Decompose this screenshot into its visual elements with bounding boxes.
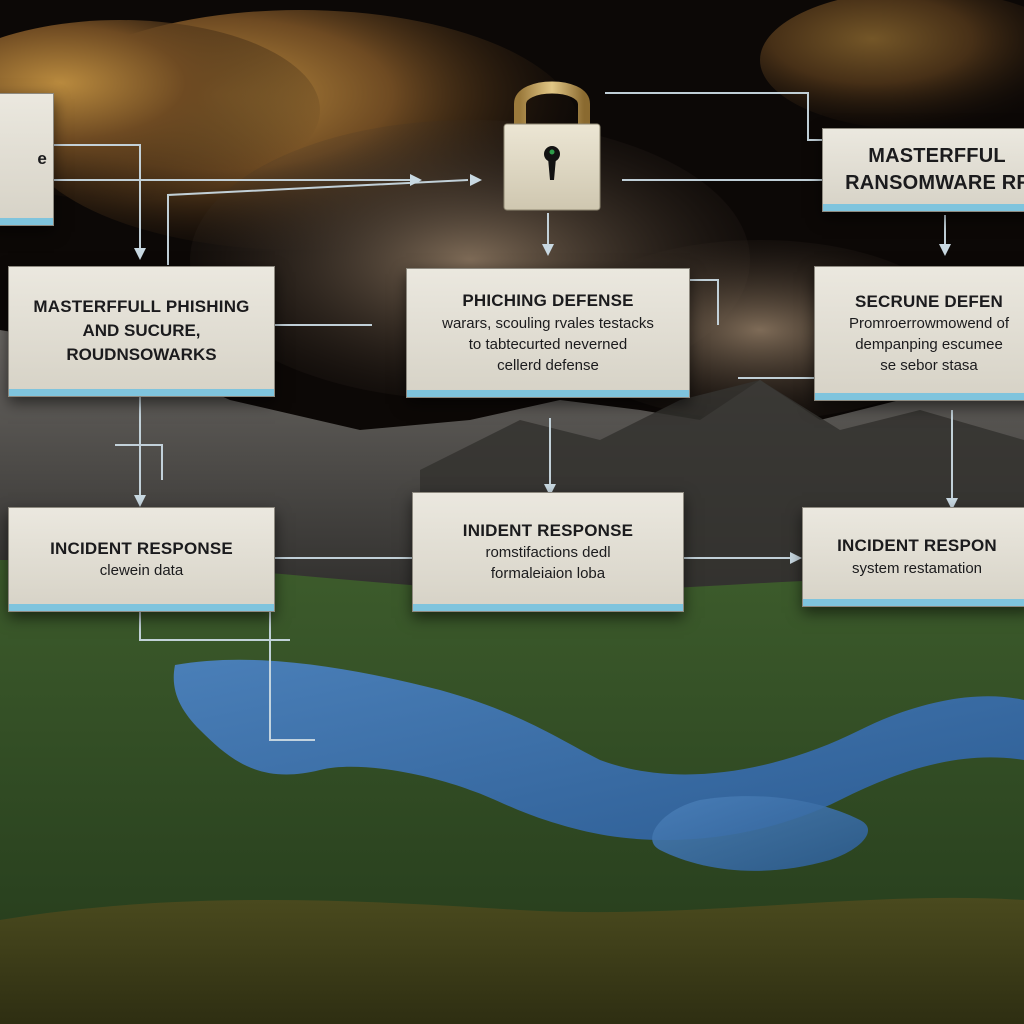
incident-response-middle-body2: formaleiaion loba (490, 565, 606, 583)
edge-box-text: e (37, 149, 47, 169)
phishing-box-line1: MASTERFFULL PHISHING (33, 297, 250, 317)
incident-response-left-title: INCIDENT RESPONSE (50, 538, 233, 558)
phishing-defense-title: PHICHING DEFENSE (462, 291, 634, 311)
phishing-box: MASTERFFULL PHISHING AND SUCURE, ROUDNSO… (8, 266, 275, 397)
incident-response-middle-body1: romstifactions dedl (485, 544, 611, 562)
phishing-defense-body3: cellerd defense (497, 356, 599, 374)
ransomware-box: MASTERFFUL RANSOMWARE RF (822, 128, 1024, 212)
incident-response-middle-title: INIDENT RESPONSE (462, 520, 634, 540)
phishing-defense-body2: to tabtecurted neverned (468, 335, 628, 353)
edge-box: e (0, 93, 54, 226)
incident-response-left-body: clewein data (99, 562, 184, 580)
secure-defense-body3: se sebor stasa (880, 357, 978, 375)
incident-response-left-box: INCIDENT RESPONSE clewein data (8, 507, 275, 612)
secure-defense-box: SECRUNE DEFEN Promroerrowmowend of dempa… (814, 266, 1024, 401)
incident-response-right-box: INCIDENT RESPON system restamation (802, 507, 1024, 607)
padlock-icon (500, 70, 604, 212)
phishing-box-line3: ROUDNSOWARKS (66, 344, 217, 364)
phishing-defense-body1: warars, scouling rvales testacks (442, 314, 654, 332)
secure-defense-body2: dempanping escumee (855, 336, 1003, 354)
incident-response-right-body: system restamation (851, 559, 983, 577)
incident-response-middle-box: INIDENT RESPONSE romstifactions dedl for… (412, 492, 684, 612)
incident-response-right-title: INCIDENT RESPON (837, 536, 997, 556)
secure-defense-body1: Promroerrowmowend of (848, 315, 1010, 333)
ransomware-box-line1: MASTERFFUL (868, 145, 1006, 167)
phishing-box-line2: AND SUCURE, (82, 321, 201, 341)
ransomware-box-line2: RANSOMWARE RF (845, 172, 1024, 194)
phishing-defense-box: PHICHING DEFENSE warars, scouling rvales… (406, 268, 690, 398)
secure-defense-title: SECRUNE DEFEN (854, 291, 1004, 311)
